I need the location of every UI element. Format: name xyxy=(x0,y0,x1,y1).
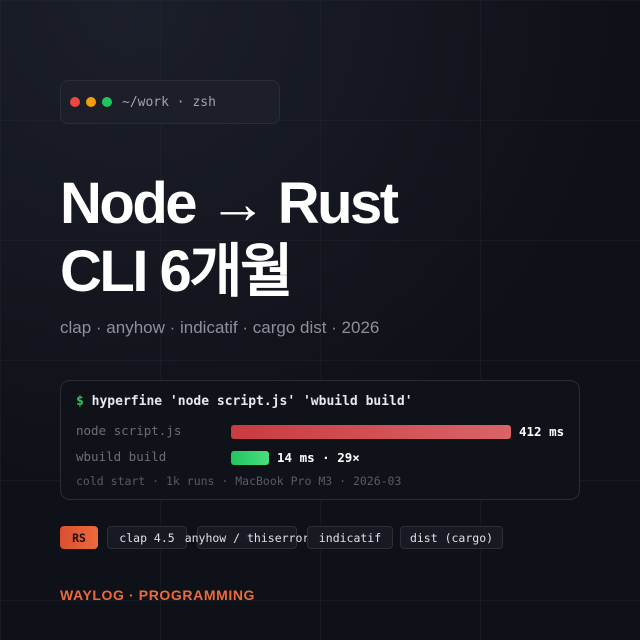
title-line-2: CLI 6개월 xyxy=(60,239,294,304)
page-title: Node → Rust CLI 6개월 xyxy=(60,170,399,306)
subtitle: clap · anyhow · indicatif · cargo dist ·… xyxy=(60,318,380,337)
tag-clap: clap 4.5 xyxy=(107,526,187,549)
tag-rs: RS xyxy=(60,526,98,549)
brand-label: WAYLOG · PROGRAMMING xyxy=(60,587,256,603)
row-label-wbuild: wbuild build xyxy=(76,449,167,464)
benchmark-card: $ hyperfine 'node script.js' 'wbuild bui… xyxy=(60,380,580,500)
title-line-1: Node → Rust xyxy=(60,171,399,236)
close-dot-icon xyxy=(70,97,80,107)
command-line: $ hyperfine 'node script.js' 'wbuild bui… xyxy=(76,394,413,409)
maximize-dot-icon xyxy=(102,97,112,107)
tag-dist: dist (cargo) xyxy=(400,526,503,549)
bar-wbuild xyxy=(231,451,269,465)
value-node: 412 ms xyxy=(519,424,565,439)
minimize-dot-icon xyxy=(86,97,96,107)
benchmark-footnote: cold start · 1k runs · MacBook Pro M3 · … xyxy=(76,474,402,488)
tag-indicatif: indicatif xyxy=(307,526,393,549)
row-label-node: node script.js xyxy=(76,423,182,438)
bar-node xyxy=(231,425,511,439)
value-wbuild: 14 ms · 29× xyxy=(277,450,360,465)
terminal-titlebar: ~/work · zsh xyxy=(60,80,280,124)
tag-anyhow: anyhow / thiserror xyxy=(185,526,309,549)
terminal-title: ~/work · zsh xyxy=(122,94,216,110)
command-text: hyperfine 'node script.js' 'wbuild build… xyxy=(91,394,413,409)
prompt: $ xyxy=(76,394,84,409)
